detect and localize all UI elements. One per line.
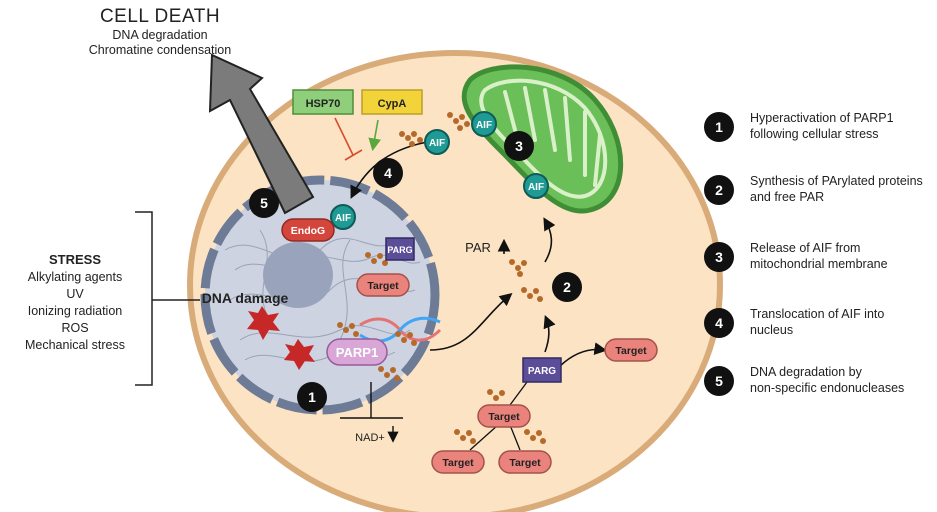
step-number: 4: [384, 165, 392, 181]
legend-text: DNA degradation by non-specific endonucl…: [750, 365, 905, 395]
parg-label: PARG: [387, 245, 412, 255]
stress-item: Ionizing radiation: [27, 304, 123, 318]
target-label: Target: [509, 457, 541, 469]
target-parylated-2: Target: [431, 450, 485, 474]
cypa-label: CypA: [378, 98, 407, 110]
parg-label: PARG: [528, 366, 556, 377]
parg-nuclear: PARG: [385, 237, 415, 261]
aif-protein-1: AIF: [424, 129, 450, 155]
dna-damage-spots: [247, 306, 315, 370]
step-number: 2: [563, 279, 571, 295]
nucleolus: [263, 242, 333, 308]
aif-label: AIF: [476, 120, 492, 131]
legend-text: Hyperactivation of PARP1 following cellu…: [750, 111, 894, 141]
target-label: Target: [367, 280, 399, 292]
target-parylated-3: Target: [498, 450, 552, 474]
stress-item: Mechanical stress: [24, 338, 126, 352]
endog-protein: EndoG: [281, 218, 335, 242]
parp1-label: PARP1: [336, 345, 378, 360]
stress-item: UV: [66, 287, 84, 301]
cell-death-caption: CELL DEATH DNA degradation Chromatine co…: [70, 6, 250, 58]
legend: 1 Hyperactivation of PARP1 following cel…: [704, 110, 934, 410]
aif-protein-4: AIF: [330, 204, 356, 230]
target-label: Target: [442, 457, 474, 469]
step-number: 3: [515, 138, 523, 154]
legend-text: Release of AIF from mitochondrial membra…: [750, 241, 888, 271]
dna-damage-label: DNA damage: [202, 290, 289, 306]
aif-protein-2: AIF: [471, 111, 497, 137]
step-circle-3: 3: [504, 131, 534, 161]
step-number: 1: [308, 389, 316, 405]
step-circle-4: 4: [373, 158, 403, 188]
cypa-box: CypA: [361, 89, 423, 115]
target-parylated-1: Target: [477, 404, 531, 428]
legend-item: 3 Release of AIF from mitochondrial memb…: [704, 240, 934, 288]
hsp70-label: HSP70: [306, 98, 341, 110]
target-label: Target: [488, 411, 520, 423]
legend-text: Synthesis of PArylated proteins and free…: [750, 174, 923, 204]
stress-list: STRESS Alkylating agents UV Ionizing rad…: [10, 252, 140, 354]
par-label: PAR: [465, 240, 491, 255]
cell-death-arrow: [208, 53, 315, 215]
parp1-protein: PARP1: [326, 338, 388, 366]
stress-title: STRESS: [48, 252, 101, 267]
target-free: Target: [604, 338, 658, 362]
hsp70-box: HSP70: [292, 89, 354, 115]
cell-death-line: Chromatine condensation: [88, 43, 232, 57]
aif-label: AIF: [335, 213, 351, 224]
step-number: 5: [260, 195, 268, 211]
step-circle-1: 1: [297, 382, 327, 412]
parg-to-target-arrow: [559, 342, 608, 367]
endog-label: EndoG: [291, 225, 325, 237]
legend-item: 4 Translocation of AIF into nucleus: [704, 306, 934, 354]
target-branch-lines: [469, 424, 521, 451]
nad-bracket: [340, 382, 403, 419]
legend-item: 2 Synthesis of PArylated proteins and fr…: [704, 173, 934, 221]
step-circle-2: 2: [552, 272, 582, 302]
legend-number: 1: [704, 112, 734, 142]
legend-number: 5: [704, 366, 734, 396]
stress-item: Alkylating agents: [27, 270, 123, 284]
cell-death-title: CELL DEATH: [99, 6, 221, 27]
aif-label: AIF: [528, 182, 544, 193]
hsp70-inhibition-line: [334, 117, 363, 161]
legend-item: 1 Hyperactivation of PARP1 following cel…: [704, 110, 934, 158]
stress-item: ROS: [61, 321, 89, 335]
nad-label: NAD+: [355, 432, 385, 444]
par-to-mito-arrow: [543, 217, 556, 263]
cell-death-line: DNA degradation: [112, 28, 208, 42]
step-circle-5: 5: [249, 188, 279, 218]
aif-label: AIF: [429, 138, 445, 149]
target-label: Target: [615, 345, 647, 357]
legend-number: 2: [704, 175, 734, 205]
legend-text: Translocation of AIF into nucleus: [750, 307, 885, 337]
legend-item: 5 DNA degradation by non-specific endonu…: [704, 364, 934, 412]
legend-number: 4: [704, 308, 734, 338]
cypa-arrow: [368, 119, 381, 152]
stress-bracket: [135, 211, 200, 386]
target-nuclear: Target: [356, 273, 410, 297]
par-chains: [337, 112, 546, 444]
parg-to-par-arrow: [543, 315, 556, 353]
legend-number: 3: [704, 242, 734, 272]
aif-protein-3: AIF: [523, 173, 549, 199]
parp1-to-par-arrow: [429, 292, 513, 351]
parg-cytosolic: PARG: [522, 357, 562, 383]
